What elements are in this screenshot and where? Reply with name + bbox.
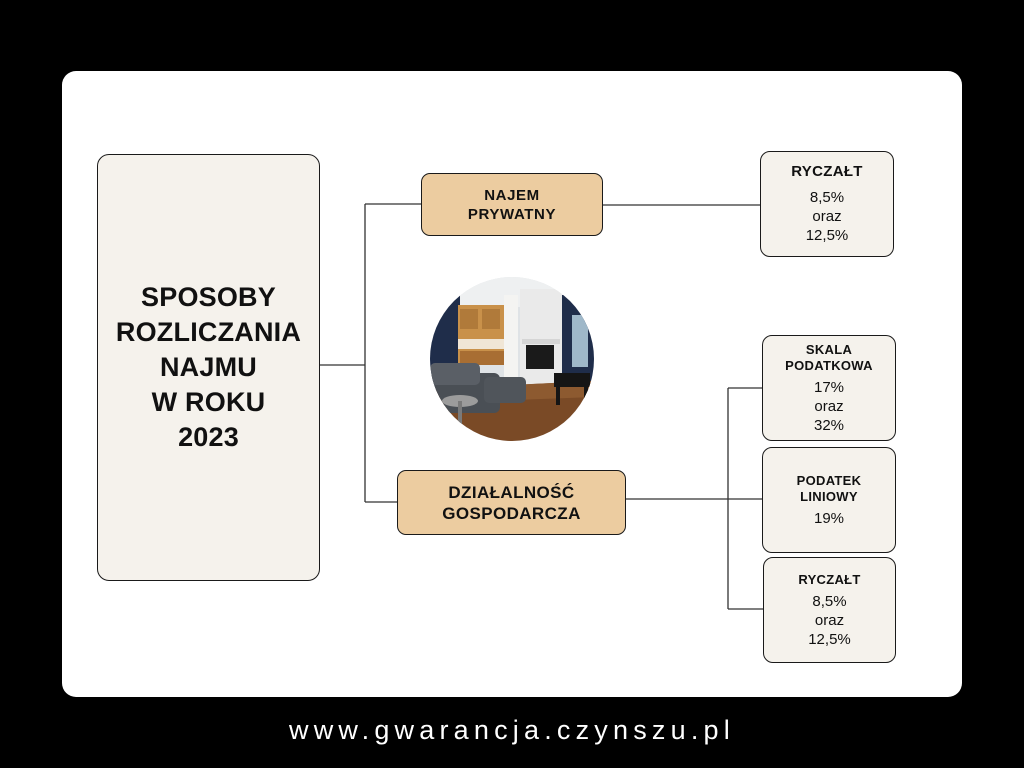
leaf-podatek-liniowy: PODATEK LINIOWY 19% [762, 447, 896, 553]
leaf-dzialalnosc-ryczalt: RYCZAŁT 8,5% oraz 12,5% [763, 557, 896, 663]
leaf-rates: 8,5% oraz 12,5% [805, 188, 849, 244]
footer-url: www.gwarancja.czynszu.pl [289, 715, 735, 745]
leaf-rates: 8,5% oraz 12,5% [808, 592, 851, 648]
leaf-title: PODATEK LINIOWY [796, 472, 862, 504]
main-title: SPOSOBY ROZLICZANIA NAJMU W ROKU 2023 [115, 282, 302, 452]
leaf-rates: 17% oraz 32% [813, 378, 845, 434]
leaf-rates: 19% [813, 509, 845, 527]
leaf-skala-podatkowa: SKALA PODATKOWA 17% oraz 32% [762, 335, 896, 441]
leaf-najem-ryczalt: RYCZAŁT 8,5% oraz 12,5% [760, 151, 894, 257]
leaf-title: RYCZAŁT [798, 571, 861, 587]
leaf-title: RYCZAŁT [791, 162, 863, 180]
main-topic-box: SPOSOBY ROZLICZANIA NAJMU W ROKU 2023 [97, 154, 320, 581]
leaf-title: SKALA PODATKOWA [785, 341, 873, 373]
living-room-photo-illustration [430, 277, 594, 441]
category-dzialalnosc-gospodarcza: DZIAŁALNOŚĆ GOSPODARCZA [397, 470, 626, 535]
category-najem-prywatny: NAJEM PRYWATNY [421, 173, 603, 236]
living-room-photo [430, 277, 594, 441]
